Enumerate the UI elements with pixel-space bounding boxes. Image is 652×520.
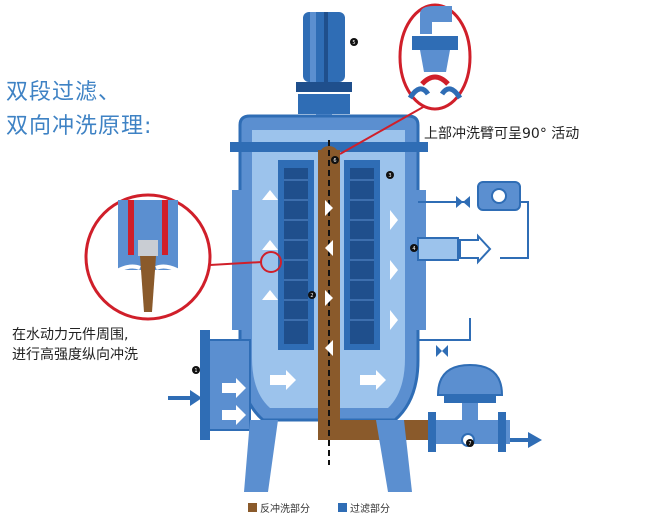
annotation-lower-line-2: 进行高强度纵向冲洗 bbox=[12, 347, 138, 363]
svg-text:2: 2 bbox=[310, 293, 313, 299]
motor bbox=[296, 12, 352, 132]
marker-5: 5 bbox=[350, 38, 358, 46]
legend-filter: 过滤部分 bbox=[338, 500, 390, 515]
pressure-switch bbox=[477, 181, 521, 211]
outlet-flow-arrow bbox=[510, 432, 542, 448]
annotation-upper-arm: 上部冲洗臂可呈90° 活动 bbox=[424, 126, 580, 142]
svg-text:7: 7 bbox=[468, 441, 471, 447]
svg-text:6: 6 bbox=[333, 158, 336, 164]
title-line-1: 双段过滤、 bbox=[6, 80, 122, 105]
small-valve-lower bbox=[436, 345, 448, 357]
inlet-pipe bbox=[200, 330, 251, 440]
marker-6: 6 bbox=[331, 156, 339, 164]
marker-2: 2 bbox=[308, 291, 316, 299]
legend-backwash-swatch bbox=[248, 503, 257, 512]
legend-filter-swatch bbox=[338, 503, 347, 512]
marker-1: 1 bbox=[192, 366, 200, 374]
marker-3: 3 bbox=[386, 171, 394, 179]
annotation-lower-line-1: 在水动力元件周围, bbox=[12, 327, 129, 343]
small-valve-upper bbox=[456, 196, 470, 208]
title-line-2: 双向冲洗原理: bbox=[6, 114, 153, 139]
left-filter-screen bbox=[278, 160, 314, 350]
flow-arrows bbox=[262, 190, 398, 390]
lower-detail-callout bbox=[84, 193, 282, 321]
marker-7: 7 bbox=[466, 439, 474, 447]
marker-4: 4 bbox=[410, 244, 418, 252]
number-markers: 1 2 3 4 5 6 7 bbox=[192, 38, 474, 447]
svg-text:4: 4 bbox=[412, 246, 415, 252]
right-filter-screen bbox=[344, 160, 380, 350]
side-outlet bbox=[417, 233, 492, 265]
svg-text:1: 1 bbox=[194, 368, 197, 374]
inlet-flow-arrow bbox=[168, 390, 202, 406]
svg-text:3: 3 bbox=[388, 173, 391, 179]
legend-backwash-label: 反冲洗部分 bbox=[260, 504, 310, 515]
svg-text:5: 5 bbox=[352, 40, 355, 46]
legend-filter-label: 过滤部分 bbox=[350, 504, 390, 515]
control-line bbox=[418, 201, 529, 341]
legend-backwash: 反冲洗部分 bbox=[248, 500, 310, 515]
upper-detail-callout bbox=[339, 3, 472, 155]
backwash-valve bbox=[436, 363, 504, 421]
support-legs bbox=[244, 420, 412, 492]
